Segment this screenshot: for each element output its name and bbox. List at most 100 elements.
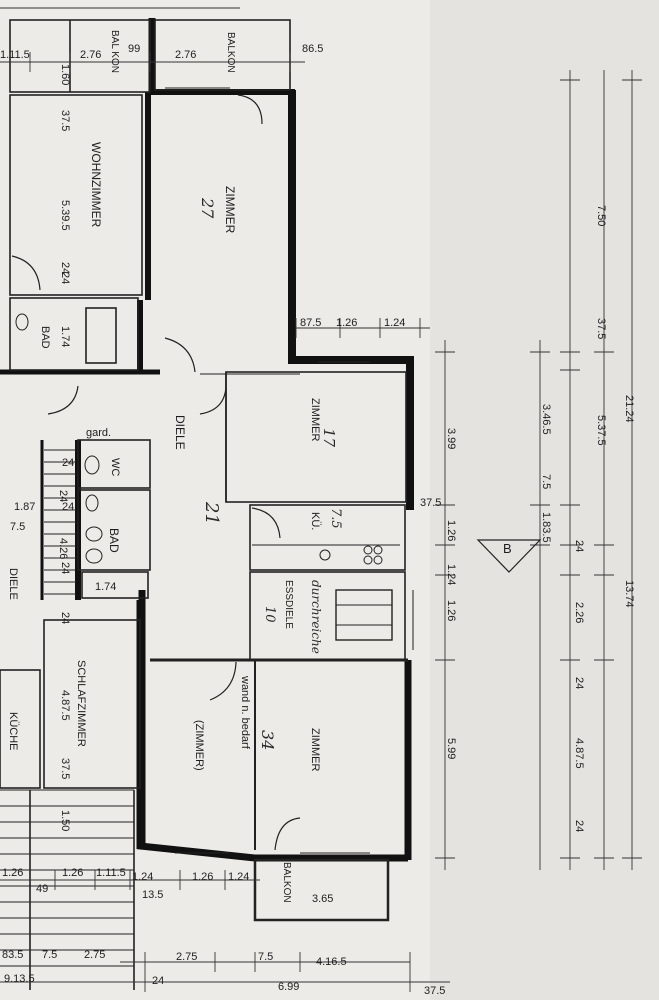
label-wohnzimmer: WOHNZIMMER <box>89 142 103 228</box>
dim-d17: 3.99 <box>445 428 457 449</box>
section-label: B <box>503 541 512 556</box>
door-wohn <box>11 255 41 291</box>
dim-d35: 24 <box>62 501 74 513</box>
label-zimmer-mid: ZIMMER <box>309 398 321 441</box>
sink-k <box>319 549 331 561</box>
stair-landing <box>0 789 134 967</box>
dim-d26: 2.26 <box>573 602 585 623</box>
stove-1 <box>363 545 373 555</box>
label-kueche-left: KÜCHE <box>7 712 19 751</box>
dim-d19: 5.37.5 <box>595 415 607 446</box>
dim-d20: 7.5 <box>540 474 552 489</box>
dim-d33: 7.5 <box>10 521 25 533</box>
dim-d51: 7.5 <box>42 949 57 961</box>
kueche-box <box>249 504 406 571</box>
label-zimmer-mid-no: 17 <box>320 428 338 448</box>
dim-d38: 1.74 <box>95 581 116 593</box>
stove-2 <box>373 545 383 555</box>
left-toilet <box>15 313 29 331</box>
dim-d47: 1.24 <box>228 871 249 883</box>
label-diele-left: DIELE <box>7 568 19 600</box>
label-zimmer-top-no: 27 <box>198 197 217 219</box>
label-balkon1: BAL KON <box>109 30 120 73</box>
bad-sink-b <box>85 548 103 564</box>
label-gard: gard. <box>86 427 111 439</box>
dim-d60: 24 <box>59 262 71 274</box>
dim-d48: 13.5 <box>142 889 163 901</box>
wc-toilet <box>84 455 100 475</box>
label-balkon2: BALKON <box>225 32 236 73</box>
dim-d45: 1.24 <box>132 871 153 883</box>
dim-d30: 5.99 <box>445 738 457 759</box>
stove-3 <box>363 555 373 565</box>
dim-d10: 1.74 <box>59 326 71 347</box>
dim-d62: 24 <box>573 820 585 832</box>
dim-d50: 83.5 <box>2 949 23 961</box>
dim-d49: 3.65 <box>312 893 333 905</box>
dim-d23: 1.83.5 <box>540 512 552 543</box>
dim-d53: 2.75 <box>176 951 197 963</box>
dim-d1: 1.11.5 <box>0 49 30 61</box>
label-zimmer-top: ZIMMER <box>223 186 237 234</box>
dining-table <box>335 589 393 641</box>
label-wc: WC <box>109 458 121 476</box>
dim-d5: 86.5 <box>302 43 323 55</box>
label-kueche-no: 7.5 <box>328 508 343 529</box>
dim-d16: 21.24 <box>623 395 635 423</box>
dim-d57: 24 <box>152 975 164 987</box>
dim-d29: 24 <box>573 677 585 689</box>
dim-d15: 37.5 <box>595 318 607 339</box>
paper-shade-right <box>430 0 659 1000</box>
dim-d3: 99 <box>128 43 140 55</box>
dim-d59: 37.5 <box>424 985 445 997</box>
fixtures <box>15 313 400 641</box>
label-schlafzimmer: SCHLAFZIMMER <box>75 660 87 747</box>
label-essdiele: ESSDIELE <box>283 580 294 629</box>
dimension-labels: 1.11.5 2.76 99 2.76 86.5 1.60 37.5 5.39.… <box>0 43 635 997</box>
staircase <box>44 449 76 595</box>
dim-d61: 24 <box>59 562 71 574</box>
dim-d4: 2.76 <box>175 49 196 61</box>
dim-d22: 1.26 <box>445 520 457 541</box>
wohnzimmer-box <box>9 94 143 296</box>
dim-d12: 1.26 <box>336 317 357 329</box>
bad-sink-a <box>85 526 103 542</box>
dim-d58: 6.99 <box>278 981 299 993</box>
label-diele: DIELE <box>173 415 187 450</box>
dim-d13: 1.24 <box>384 317 405 329</box>
section-marker: B <box>476 539 542 573</box>
door-zimmer17 <box>199 385 227 415</box>
dim-d28: 13.74 <box>623 580 635 608</box>
room-labels: WOHNZIMMER ZIMMER 27 ZIMMER 17 DIELE 21 … <box>7 30 343 903</box>
dimension-lines <box>0 7 642 992</box>
label-durchreiche: durchreiche <box>309 580 323 654</box>
dim-d24: 24 <box>573 540 585 552</box>
dim-d18: 3.46.5 <box>540 404 552 435</box>
dim-ticks <box>29 52 642 992</box>
dim-d44: 49 <box>36 883 48 895</box>
label-schlaf-dim2: 37.5 <box>59 758 71 779</box>
dim-d8: 5.39.5 <box>59 200 71 231</box>
dim-d54: 7.5 <box>258 951 273 963</box>
bad-toilet <box>85 494 99 512</box>
dim-d43: 1.11.5 <box>96 867 126 879</box>
label-diele-no: 21 <box>201 501 222 525</box>
partitions <box>0 19 408 990</box>
dim-d37: 24 <box>57 490 69 502</box>
dim-d55: 4.16.5 <box>316 956 347 968</box>
dim-d27: 1.26 <box>445 600 457 621</box>
door-zimmer-br <box>209 661 237 701</box>
bad-box <box>77 489 151 571</box>
dim-d21: 37.5 <box>420 497 441 509</box>
label-zimmer-low: ZIMMER <box>309 728 321 771</box>
dim-d2: 2.76 <box>80 49 101 61</box>
label-bad: BAD <box>107 528 121 553</box>
dim-d7: 37.5 <box>59 110 71 131</box>
door-kueche <box>251 507 281 539</box>
section-triangle <box>476 539 542 573</box>
schlafzimmer-box <box>43 619 141 789</box>
label-bad-left: BAD <box>39 326 51 349</box>
label-zimmer-low-no: 34 <box>258 730 277 750</box>
dim-d40: 1.50 <box>59 810 71 831</box>
